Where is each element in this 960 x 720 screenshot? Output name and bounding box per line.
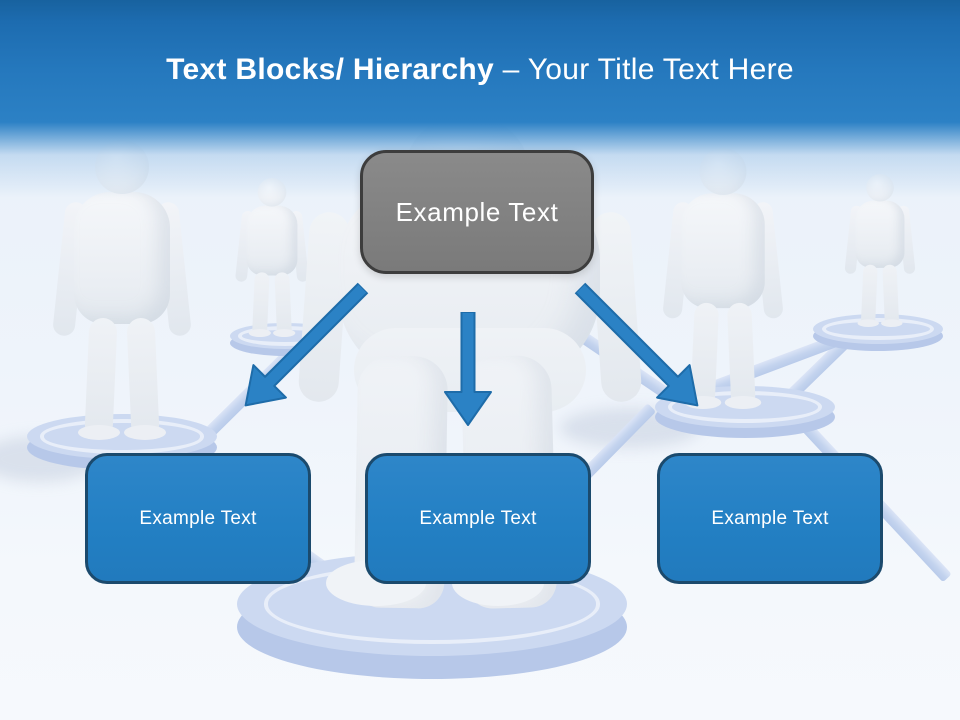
child-text-block-3[interactable]: Example Text [657,453,883,584]
person-foot [724,395,762,409]
person-foot [78,425,120,440]
arrow-down-icon[interactable] [444,312,492,427]
person-torso [74,192,170,324]
person-torso [246,205,298,276]
platform-disc-left [27,414,217,459]
person-foot [248,329,271,337]
child-text-block-2[interactable]: Example Text [365,453,591,584]
person-foot [881,319,903,327]
platform-disc-right-small [813,314,943,344]
person-torso [855,200,905,268]
root-text-block[interactable]: Example Text [360,150,594,274]
child-text-block-2-label: Example Text [419,507,537,529]
arrow-down-right-icon[interactable] [563,271,716,424]
person-foot [124,425,166,440]
person-foot [273,329,296,337]
child-text-block-1-label: Example Text [139,507,257,529]
child-text-block-1[interactable]: Example Text [85,453,311,584]
root-text-block-label: Example Text [395,196,559,227]
child-text-block-3-label: Example Text [711,507,829,529]
person-foot [857,319,879,327]
person-torso [681,193,765,309]
arrow-down-left-icon[interactable] [227,271,380,424]
